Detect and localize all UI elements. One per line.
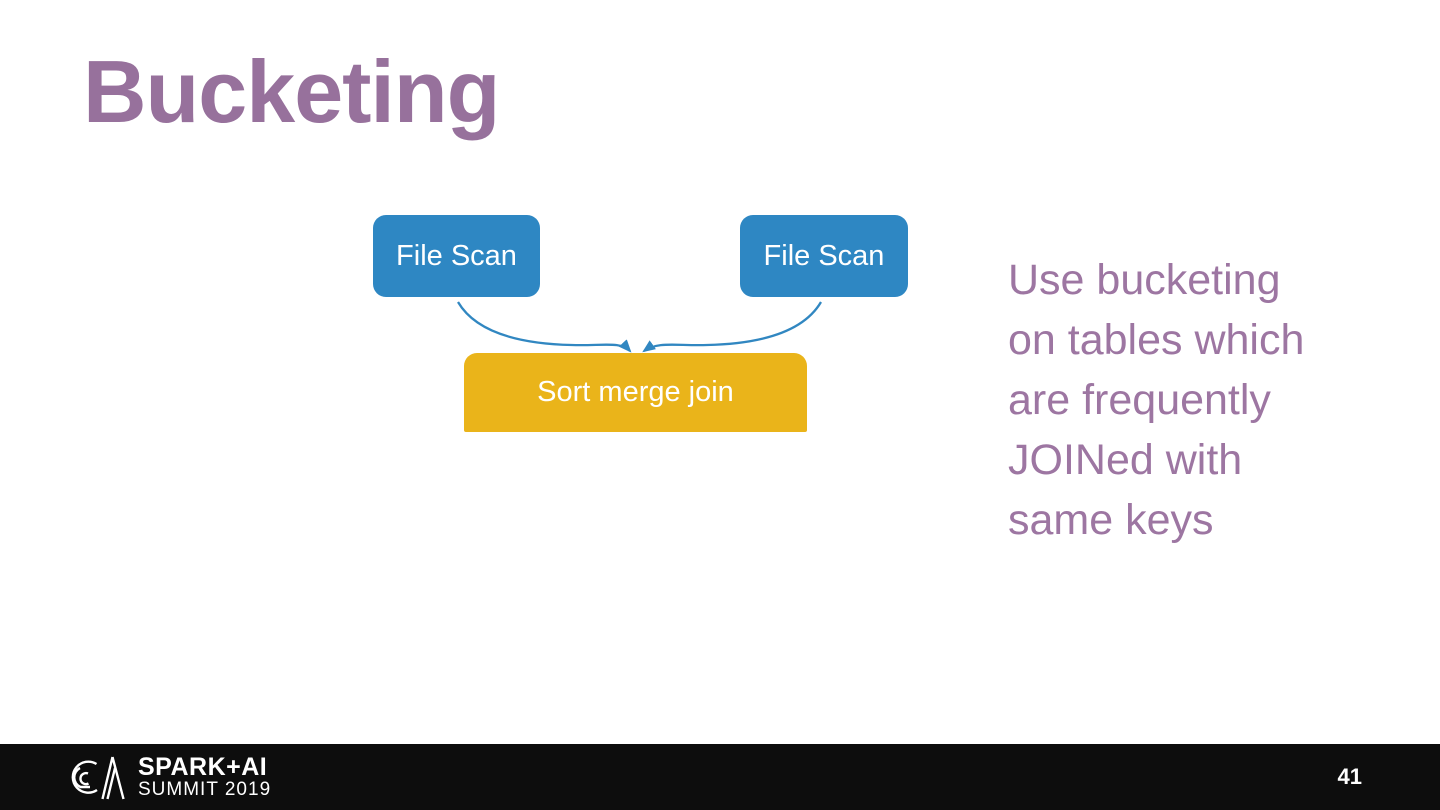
side-note-line: on tables which [1008, 316, 1305, 364]
spark-ai-summit-logo-icon [71, 756, 125, 800]
spark-ai-summit-logo: SPARK+AI SUMMIT 2019 [66, 753, 271, 801]
diagram-node-file-scan-right: File Scan [740, 215, 908, 297]
node-label: File Scan [396, 239, 517, 272]
diagram-node-sort-merge-join: Sort merge join [464, 353, 807, 432]
node-label: File Scan [763, 239, 885, 272]
arrow-right-to-join [642, 301, 822, 353]
logo-text: SPARK+AI SUMMIT 2019 [138, 752, 272, 800]
side-note-line: same keys [1008, 496, 1214, 544]
diagram-node-file-scan-left: File Scan [373, 215, 540, 297]
arrow-left-to-join [457, 301, 632, 353]
node-label: Sort merge join [537, 376, 734, 408]
side-note-line: Use bucketing [1008, 256, 1281, 304]
side-note-line: JOINed with [1008, 436, 1243, 484]
side-note: Use bucketing on tables which are freque… [1008, 250, 1408, 550]
logo-title: SPARK+AI [138, 752, 268, 781]
slide-title: Bucketing [83, 42, 500, 141]
side-note-line: are frequently [1008, 376, 1271, 424]
footer-bar: SPARK+AI SUMMIT 2019 41 [0, 744, 1440, 810]
page-number: 41 [1337, 764, 1362, 789]
logo-subtitle: SUMMIT 2019 [138, 778, 272, 800]
